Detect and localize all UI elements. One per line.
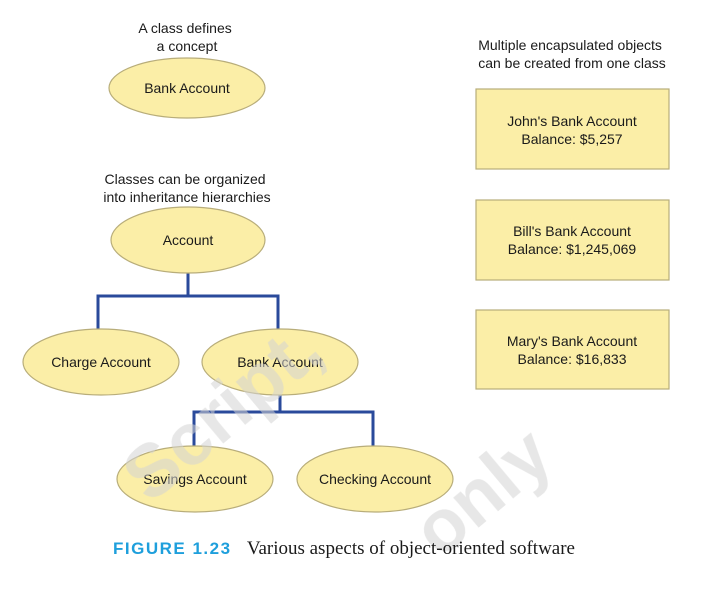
object-name-mary: Mary's Bank Account: [507, 333, 637, 349]
figure-number: FIGURE 1.23: [113, 539, 232, 558]
figure-title: Various aspects of object-oriented softw…: [247, 538, 575, 559]
hierarchy-node-savings-account: Savings Account: [116, 445, 274, 513]
concept-class-node: Bank Account: [108, 57, 266, 119]
hierarchy-node-bank-account: Bank Account: [201, 328, 359, 396]
object-name-john: John's Bank Account: [507, 113, 637, 129]
object-box-mary: Mary's Bank Account Balance: $16,833: [475, 309, 670, 390]
bank-account-label: Bank Account: [237, 354, 323, 370]
hierarchy-root-node: Account: [110, 206, 266, 274]
concept-note: A class defines a concept: [138, 20, 235, 54]
hierarchy-node-charge-account: Charge Account: [22, 328, 180, 396]
object-balance-mary: Balance: $16,833: [518, 351, 627, 367]
hierarchy-node-checking-account: Checking Account: [296, 445, 454, 513]
savings-account-label: Savings Account: [143, 471, 247, 487]
connector-root-to-level1: [96, 272, 280, 329]
figure-caption: FIGURE 1.23 Various aspects of object-or…: [113, 538, 575, 559]
hierarchy-root-label: Account: [163, 232, 214, 248]
object-box-john: John's Bank Account Balance: $5,257: [475, 88, 670, 170]
objects-note: Multiple encapsulated objects can be cre…: [478, 37, 666, 71]
object-name-bill: Bill's Bank Account: [513, 223, 631, 239]
object-balance-bill: Balance: $1,245,069: [508, 241, 637, 257]
object-balance-john: Balance: $5,257: [521, 131, 622, 147]
object-box-bill: Bill's Bank Account Balance: $1,245,069: [475, 199, 670, 281]
checking-account-label: Checking Account: [319, 471, 431, 487]
concept-class-label: Bank Account: [144, 80, 230, 96]
inheritance-note: Classes can be organized into inheritanc…: [103, 171, 270, 205]
charge-account-label: Charge Account: [51, 354, 151, 370]
